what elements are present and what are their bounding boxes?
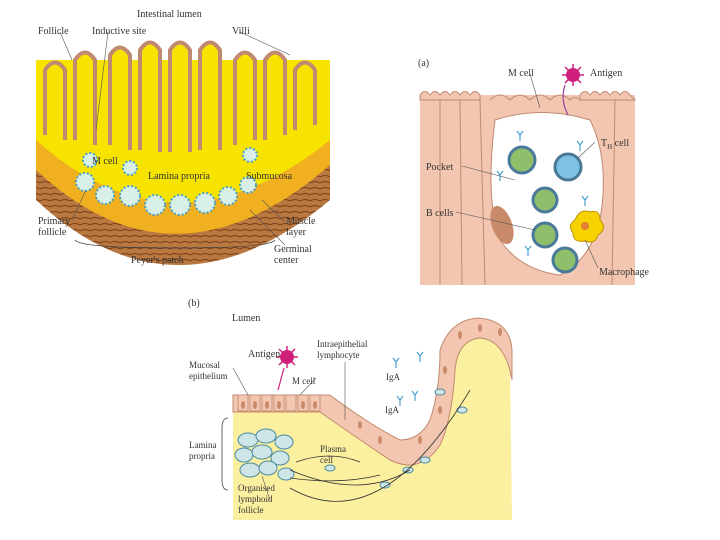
panel-a-tag: (a) [418, 58, 430, 69]
muscle-layer-band [36, 150, 330, 265]
b-lamina-propria-area [233, 330, 512, 520]
peyers-patch-label: Peyer's patch [131, 255, 184, 266]
a-b-cells-label: B cells [426, 208, 454, 219]
b-plasma-cell-label: Plasma cell [320, 444, 346, 465]
panel-b-tag: (b) [188, 298, 200, 309]
b-organised-follicle-label: Organised lymphoid follicle [238, 483, 275, 515]
b-cell-4 [551, 246, 579, 274]
follicles [75, 147, 258, 216]
inductive-site-label: Inductive site [92, 26, 147, 37]
villi [43, 40, 317, 152]
a-antigen-label: Antigen [590, 68, 623, 79]
a-macrophage-label: Macrophage [599, 267, 649, 278]
b-iga-label-2: IgA [385, 405, 399, 415]
primary-follicle-label: Primary follicle [38, 216, 71, 238]
a-m-cell-label: M cell [508, 68, 534, 79]
b-m-cell-label: M cell [292, 376, 316, 386]
m-cell-label: M cell [92, 156, 118, 167]
b-cell-3 [531, 221, 559, 249]
intestinal-lumen-label: Intestinal lumen [137, 9, 202, 20]
follicle-label: Follicle [38, 26, 69, 37]
submucosa-band [36, 125, 330, 234]
b-lamina-propria-label: Lamina propria [189, 440, 217, 461]
muscle-layer-label: Muscle layer [286, 216, 316, 238]
germinal-center-label: Germinal center [274, 244, 312, 266]
b-antigen-particle [276, 346, 298, 368]
villi-label: Villi [232, 26, 250, 37]
organised-lymphoid-follicle [234, 428, 295, 481]
a-pocket-label: Pocket [426, 162, 454, 173]
antigen-particle [562, 64, 584, 86]
b-iga-label-1: IgA [386, 372, 400, 382]
b-iel-label: Intraepithelial lymphocyte [317, 339, 368, 360]
b-cell-2 [531, 186, 559, 214]
b-lumen-label: Lumen [232, 313, 261, 324]
a-th-cell-label: TH cell [601, 138, 630, 151]
peyers-patch-bracket [74, 239, 276, 249]
lamina-propria-label: Lamina propria [148, 171, 210, 182]
b-antigen-label: Antigen [248, 349, 281, 360]
b-mucosal-epithelium-label: Mucosal epithelium [189, 360, 228, 381]
epithelial-nucleus [490, 205, 514, 245]
th-cell [553, 152, 583, 182]
b-cell-1 [507, 145, 537, 175]
submucosa-label: Submucosa [246, 171, 293, 182]
